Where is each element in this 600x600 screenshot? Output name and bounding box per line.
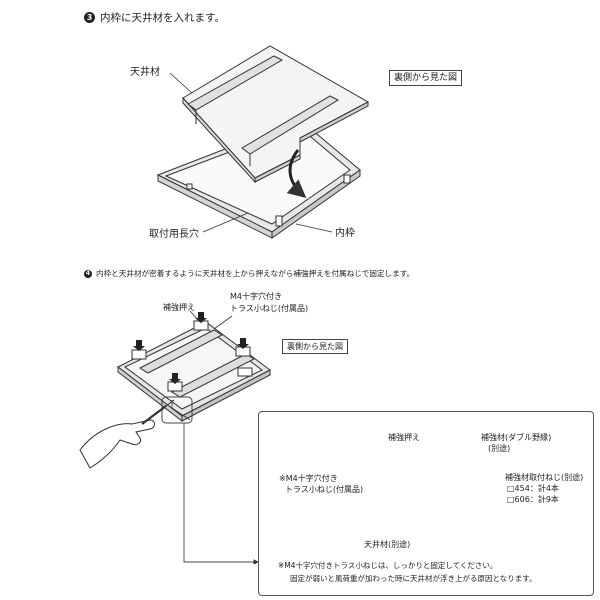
detail-callout-line <box>183 423 259 565</box>
step4-title: 内枠と天井材が密着するように天井材を上から押えながら補強押えを付属ねじで固定しま… <box>96 269 415 278</box>
detail-label-reinforcement-clamp: 補強押え <box>388 433 420 442</box>
label-ceiling-material: 天井材 <box>130 67 160 78</box>
step3-number-badge: 3 <box>84 12 95 23</box>
step3-heading: 3 内枠に天井材を入れます。 <box>84 10 225 25</box>
detail-label-reinforcement-material-1: 補強材(ダブル野縁) <box>481 433 552 442</box>
detail-note-line2: 固定が弱いと風荷重が加わった時に天井材が浮き上がる原因となります。 <box>290 574 537 583</box>
step4-press-arrows <box>133 312 249 384</box>
step4-heading: 4 内枠と天井材が密着するように天井材を上から押えながら補強押えを付属ねじで固定… <box>84 268 414 279</box>
detail-panel <box>258 411 594 596</box>
label-reinforcement-clamp: 補強押え <box>163 303 195 312</box>
detail-label-screw-1: ※M4十字穴付き <box>279 474 338 483</box>
hand-with-screwdriver-icon <box>79 399 175 469</box>
step3-insert-arrow <box>286 149 307 198</box>
detail-label-fixing-screw-title: 補強材取付ねじ(別途) <box>505 473 584 482</box>
step3-ceiling-panel <box>182 45 370 184</box>
step4-leader-lines <box>171 310 233 421</box>
detail-label-fixing-screw-454: □454：計4本 <box>507 484 559 493</box>
label-view-from-back-step4: 裏側から見た図 <box>282 339 348 354</box>
step3-leader-lines <box>169 72 333 233</box>
label-mounting-slot: 取付用長穴 <box>149 229 199 240</box>
label-screw-line2: トラス小ねじ(付属品) <box>230 304 309 313</box>
detail-label-screw-2: トラス小ねじ(付属品) <box>285 485 364 494</box>
label-inner-frame: 内枠 <box>335 228 355 239</box>
label-screw-line1: M4十字穴付き <box>230 292 282 301</box>
detail-label-reinforcement-material-2: (別途) <box>488 444 511 453</box>
step3-title: 内枠に天井材を入れます。 <box>100 12 225 24</box>
detail-label-fixing-screw-606: □606：計9本 <box>507 495 559 504</box>
step4-assembly <box>117 320 271 423</box>
detail-label-ceiling-material: 天井材(別途) <box>364 540 411 549</box>
label-view-from-back: 裏側から見た図 <box>389 70 463 86</box>
detail-note-line1: ※M4十字穴付きトラス小ねじは、しっかりと固定してください。 <box>278 561 498 570</box>
step4-number-badge: 4 <box>84 269 92 278</box>
